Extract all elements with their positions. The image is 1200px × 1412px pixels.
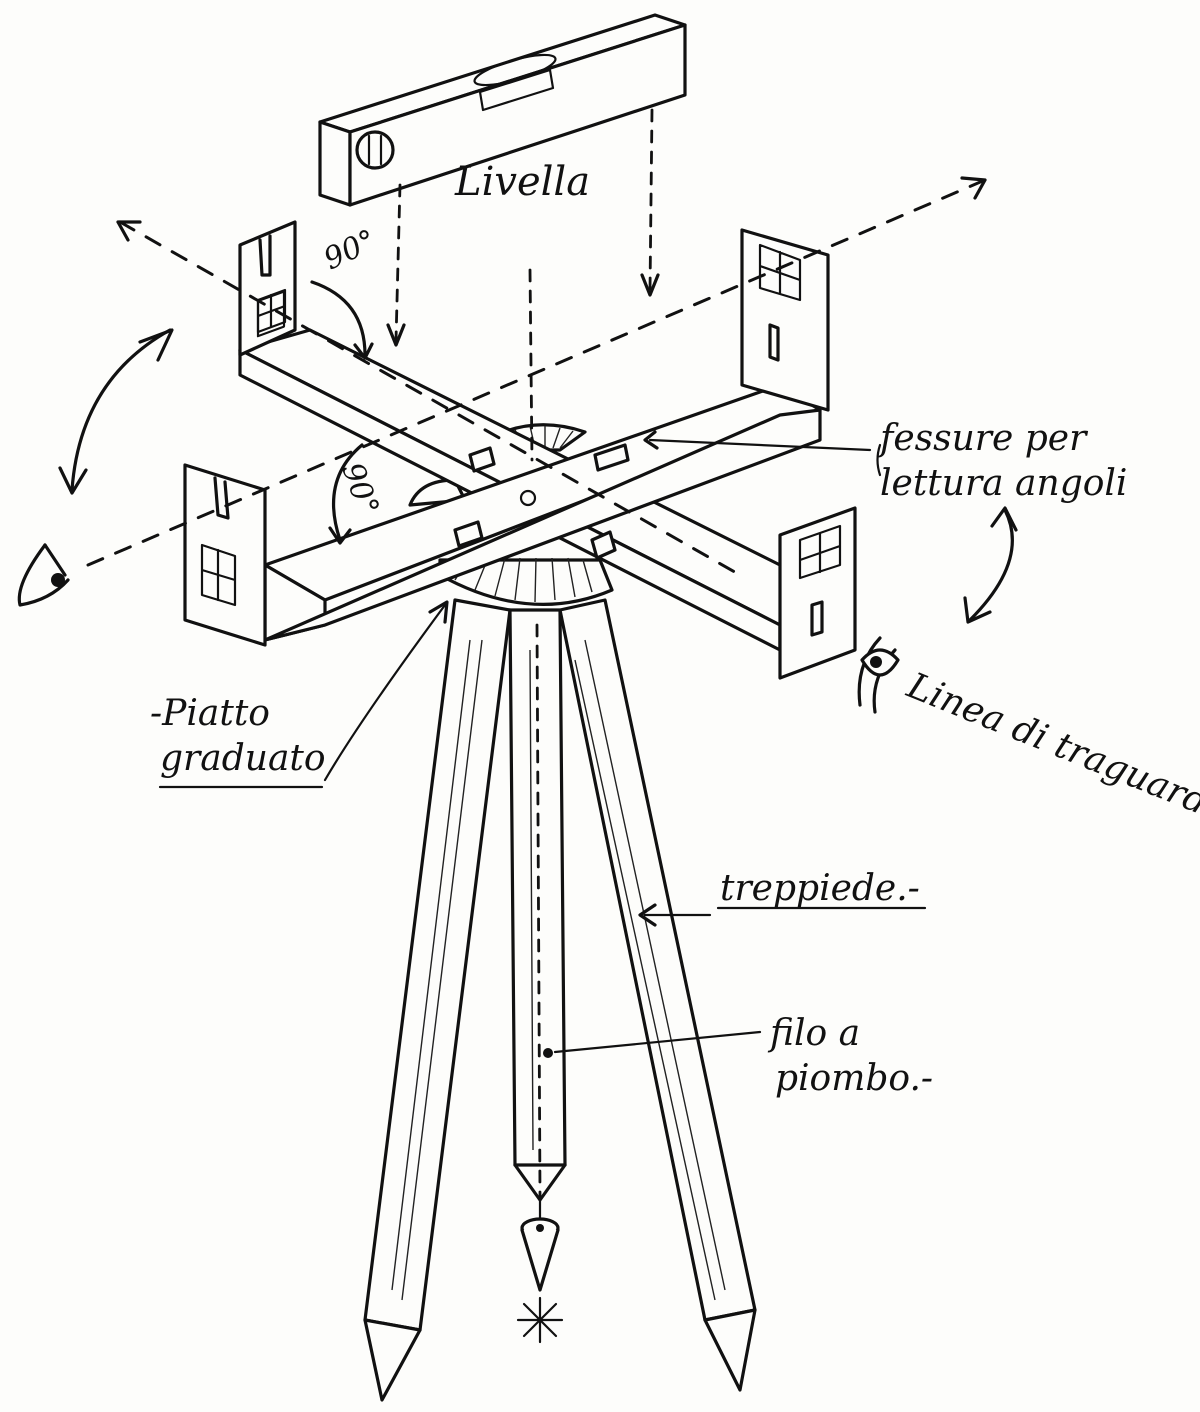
rotation-arrow-left (70, 328, 172, 492)
label-plumb-line2: piombo.- (775, 1058, 933, 1099)
label-level: Livella (454, 159, 590, 205)
sight-vane-back-right (740, 228, 830, 412)
tripod-leg-left (363, 598, 512, 1332)
tripod-leg-right (558, 598, 757, 1322)
label-tripod: treppiede.- (720, 868, 920, 909)
ground-point-mark (516, 1296, 564, 1344)
tripod (363, 598, 757, 1402)
sight-axes (86, 176, 987, 577)
tripod-foot-left (363, 1318, 422, 1402)
label-slots-line2: lettura angoli (880, 463, 1127, 504)
label-angle-top: 90° (319, 223, 382, 277)
plumb-bob (520, 1228, 560, 1292)
label-plate-line2: graduato (160, 738, 326, 779)
plumb-line (516, 623, 564, 1344)
level-vial-side (355, 130, 395, 170)
sight-vane-back-left (238, 220, 297, 357)
tripod-foot-right (703, 1308, 757, 1392)
rotation-arrow-right (968, 508, 1014, 622)
spirit-level (318, 13, 687, 207)
sight-vane-front-left (183, 463, 267, 647)
pointer-plate (323, 603, 447, 782)
label-angle-left: 90° (334, 458, 385, 520)
level-vial-front (478, 68, 555, 112)
reading-slots (453, 443, 630, 560)
center-pivot (519, 489, 537, 507)
pointer-plumb (553, 1030, 762, 1054)
eye-icon-right (857, 636, 900, 714)
label-sight-line: Linea di traguardo (901, 665, 1200, 831)
label-slots-line1: fessure per (877, 418, 1088, 459)
angle-arc-top (310, 280, 367, 357)
pointer-slots (648, 438, 872, 452)
label-plumb-line1: filo a (767, 1013, 860, 1054)
label-plate-line1: -Piatto (150, 693, 270, 734)
sighting-cross (238, 328, 852, 652)
eye-icon-left (17, 543, 70, 607)
sight-vane-front-right (778, 506, 857, 680)
angle-arc-left (332, 443, 364, 542)
